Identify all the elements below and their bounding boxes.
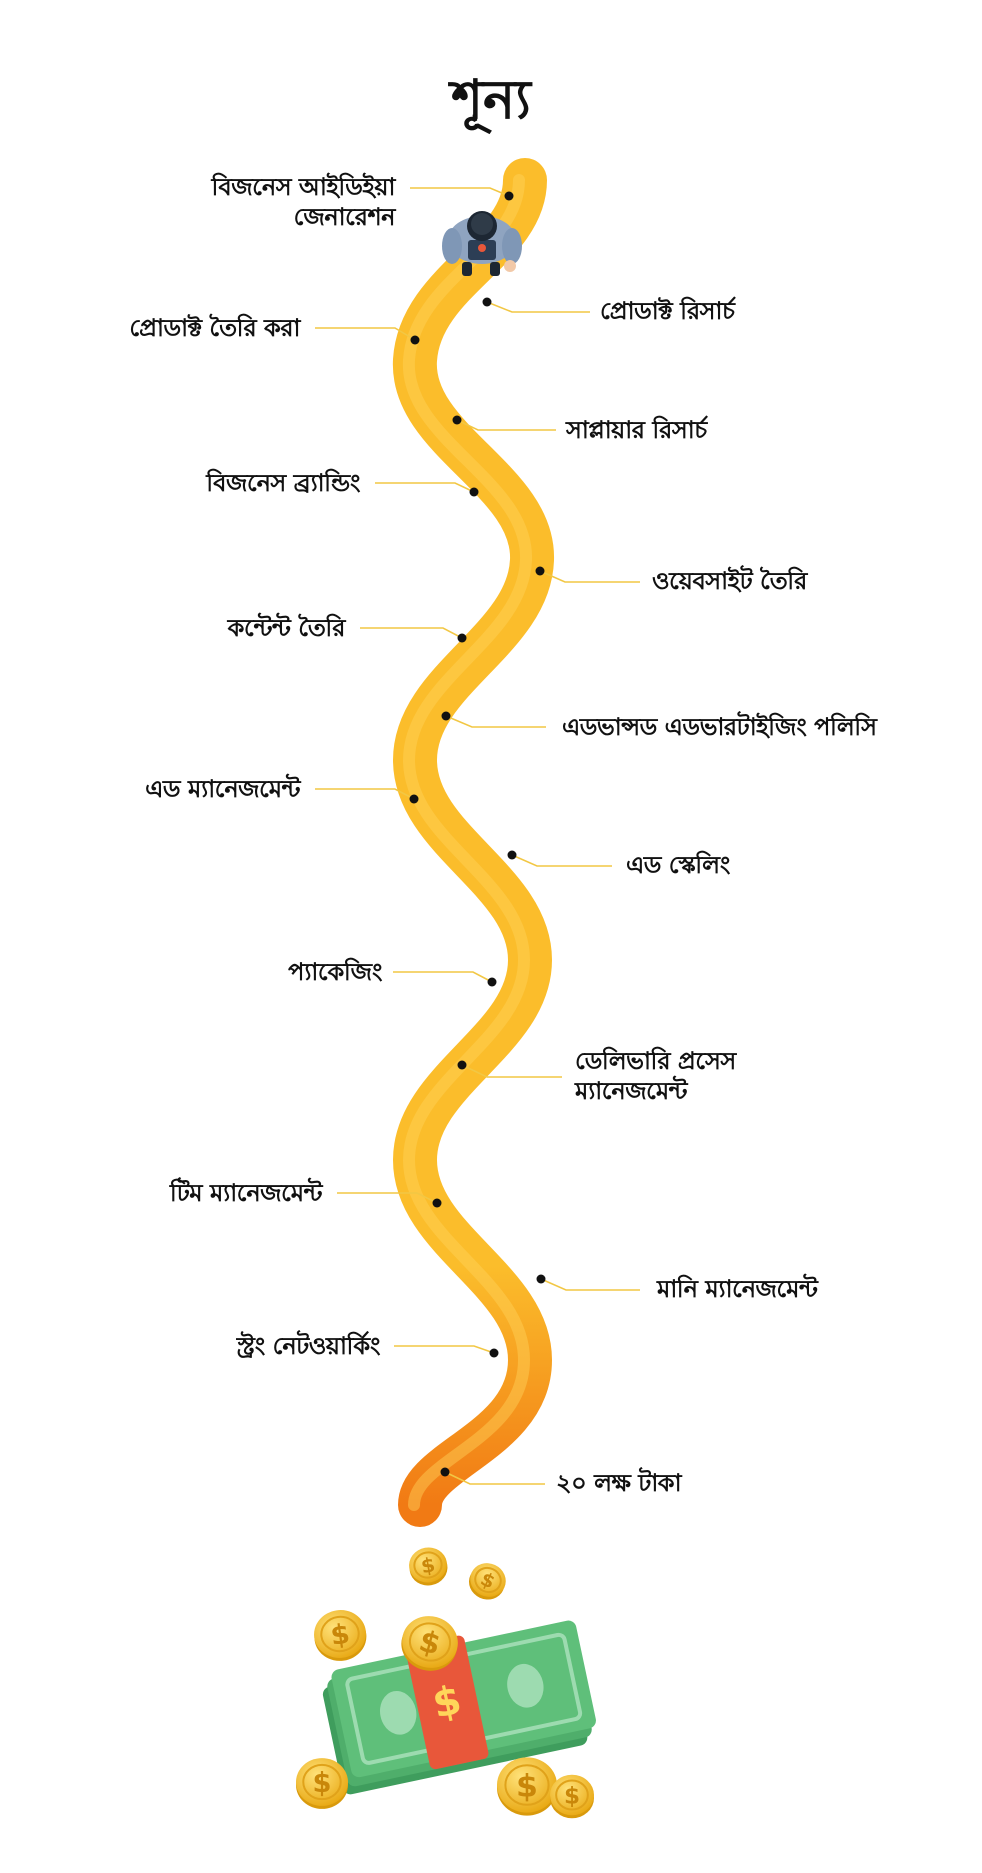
- milestone-label: বিজনেস আইডিইয়া জেনারেশন: [211, 173, 396, 231]
- winding-road: [392, 158, 554, 1527]
- milestone-dot: [457, 1060, 467, 1070]
- svg-text:$: $: [329, 1619, 352, 1652]
- leader-line: [456, 419, 556, 431]
- milestone-label: বিজনেস ব্র্যান্ডিং: [206, 469, 360, 497]
- milestone-dot: [489, 1348, 499, 1358]
- milestone-label: ডেলিভারি প্রসেস ম্যানেজমেন্ট: [575, 1047, 736, 1105]
- milestone-label: কন্টেন্ট তৈরি: [227, 614, 346, 642]
- milestone-dot: [482, 297, 492, 307]
- milestone-label: টিম ম্যানেজমেন্ট: [169, 1179, 323, 1207]
- milestone-marker: [375, 482, 479, 497]
- milestone-leaders: [315, 187, 640, 1485]
- milestone-dot: [410, 335, 420, 345]
- milestone-marker: [482, 297, 590, 313]
- dollar-coin-icon: $: [497, 1757, 557, 1816]
- milestone-dot: [469, 487, 479, 497]
- svg-text:$: $: [516, 1768, 538, 1804]
- leader-line: [393, 971, 493, 983]
- milestone-marker: [393, 971, 497, 987]
- milestone-label: প্রোডাক্ট রিসার্চ: [600, 297, 735, 325]
- milestone-dot: [487, 977, 497, 987]
- leader-line: [315, 327, 416, 341]
- leader-line: [444, 1471, 545, 1485]
- leader-line: [461, 1064, 562, 1078]
- milestone-marker: [452, 415, 556, 431]
- milestone-dot: [504, 191, 514, 201]
- milestone-marker: [394, 1345, 499, 1358]
- milestone-dot: [440, 1467, 450, 1477]
- milestone-label: এড স্কেলিং: [626, 851, 730, 879]
- coin-group: $ $ $ $ $ $ $: [296, 1547, 594, 1819]
- dollar-coin-icon: $: [468, 1563, 506, 1600]
- person-with-laptop-icon: [442, 211, 522, 276]
- milestone-marker: [360, 627, 467, 643]
- milestone-marker: [441, 711, 546, 728]
- leader-line: [360, 627, 463, 639]
- milestone-dot: [452, 415, 462, 425]
- milestone-dot: [535, 566, 545, 576]
- money-stack-icon: $: [322, 1620, 596, 1795]
- milestone-marker: [315, 788, 419, 804]
- milestone-dot: [457, 633, 467, 643]
- milestone-marker: [410, 187, 514, 201]
- leader-line: [410, 187, 510, 197]
- milestone-label: এডভান্সড এডভারটাইজিং পলিসি: [562, 713, 877, 741]
- milestone-marker: [457, 1060, 562, 1078]
- leader-line: [337, 1192, 438, 1204]
- dollar-coin-icon: $: [314, 1610, 367, 1661]
- dollar-coin-icon: $: [296, 1758, 348, 1809]
- milestone-label: সাপ্লায়ার রিসার্চ: [566, 416, 707, 444]
- milestone-dot: [409, 794, 419, 804]
- leader-line: [540, 1278, 640, 1291]
- road-shading: [402, 174, 533, 1511]
- milestone-dot: [536, 1274, 546, 1284]
- milestone-label: ২০ লক্ষ টাকা: [556, 1469, 682, 1497]
- leader-line: [511, 854, 612, 867]
- milestone-label: এড ম্যানেজমেন্ট: [145, 775, 300, 803]
- svg-text:$: $: [564, 1783, 580, 1809]
- dollar-coin-icon: $: [401, 1616, 458, 1671]
- milestone-label: স্ট্রং নেটওয়ার্কিং: [236, 1332, 381, 1360]
- svg-text:$: $: [419, 1552, 437, 1578]
- leader-line: [315, 788, 415, 800]
- milestone-dot: [432, 1198, 442, 1208]
- milestone-label: প্যাকেজিং: [288, 958, 382, 986]
- dollar-coin-icon: $: [550, 1774, 594, 1819]
- leader-line: [539, 570, 640, 583]
- svg-text:$: $: [313, 1768, 332, 1799]
- milestone-dot: [441, 711, 451, 721]
- milestone-label: প্রোডাক্ট তৈরি করা: [129, 314, 300, 342]
- page-title: শূন্য: [451, 68, 531, 131]
- leader-line: [394, 1345, 495, 1354]
- dollar-coin-icon: $: [409, 1547, 448, 1586]
- milestone-marker: [315, 327, 420, 345]
- leader-line: [375, 482, 475, 493]
- milestone-label: মানি ম্যানেজমেন্ট: [657, 1275, 818, 1303]
- milestone-marker: [440, 1467, 545, 1485]
- leader-line: [486, 301, 590, 313]
- leader-line: [445, 715, 546, 728]
- milestone-marker: [507, 850, 612, 867]
- milestone-marker: [337, 1192, 442, 1208]
- milestone-label: ওয়েবসাইট তৈরি: [652, 567, 807, 595]
- milestone-marker: [536, 1274, 640, 1291]
- milestone-marker: [535, 566, 640, 583]
- milestone-dot: [507, 850, 517, 860]
